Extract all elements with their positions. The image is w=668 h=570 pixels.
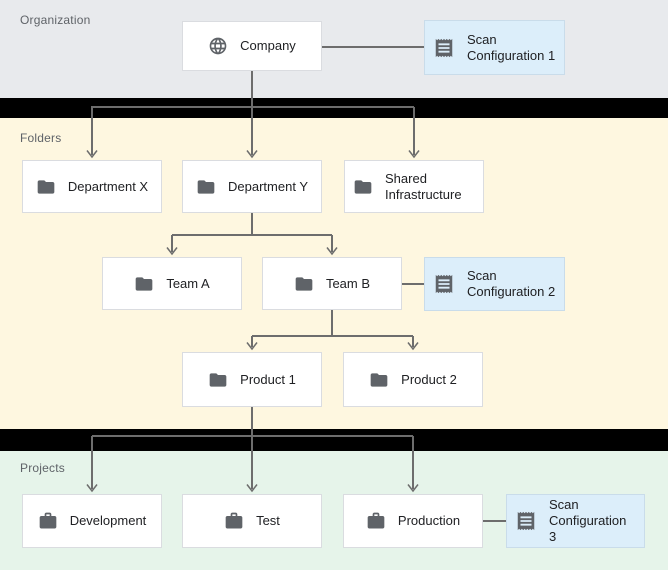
node-shared-infrastructure: Shared Infrastructure [344,160,484,213]
node-label: Department Y [228,178,308,194]
node-team-a: Team A [102,257,242,310]
node-test: Test [182,494,322,548]
node-label: Team A [166,275,210,291]
scan-config-icon [433,273,455,295]
organization-section-label: Organization [20,13,91,27]
scan-config-icon [433,37,455,59]
node-department-x: Department X [22,160,162,213]
node-label: Shared Infrastructure [385,170,462,202]
node-scan-configuration-2: Scan Configuration 2 [424,257,565,311]
briefcase-icon [38,511,58,531]
node-label: Product 1 [240,371,296,387]
globe-icon [208,36,228,56]
folder-icon [369,370,389,390]
node-production: Production [343,494,483,548]
folder-icon [196,177,216,197]
node-label: Department X [67,178,149,194]
node-department-y: Department Y [182,160,322,213]
node-label: Scan Configuration 3 [549,497,627,544]
folder-icon [36,177,56,197]
node-scan-configuration-3: Scan Configuration 3 [506,494,645,548]
briefcase-icon [366,511,386,531]
node-label: Scan Configuration 1 [467,31,556,63]
node-label: Production [397,513,461,528]
node-team-b: Team B [262,257,402,310]
folder-icon [294,274,314,294]
organization-section: Organization [0,0,668,98]
node-label: Test [256,513,280,528]
node-label: Development [69,513,147,528]
folder-icon [134,274,154,294]
scan-config-icon [515,510,537,532]
briefcase-icon [224,511,244,531]
folder-icon [208,370,228,390]
projects-section-label: Projects [20,461,65,475]
node-product-2: Product 2 [343,352,483,407]
node-label: Company [240,38,296,53]
node-product-1: Product 1 [182,352,322,407]
node-development: Development [22,494,162,548]
folder-icon [353,177,373,197]
node-label: Team B [325,275,371,291]
folders-section-label: Folders [20,131,62,145]
node-scan-configuration-1: Scan Configuration 1 [424,20,565,75]
separator-band-top [0,98,668,118]
separator-band-bottom [0,429,668,451]
node-label: Product 2 [401,371,457,387]
node-company: Company [182,21,322,71]
node-label: Scan Configuration 2 [467,268,556,299]
